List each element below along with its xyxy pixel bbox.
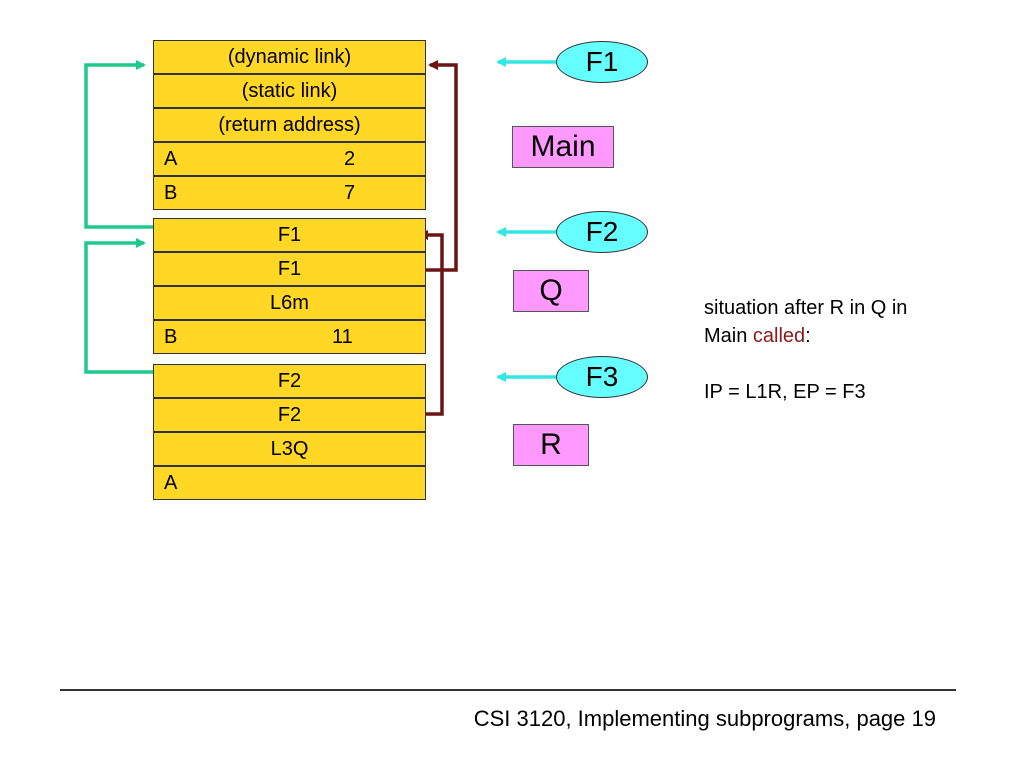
cell-var-b-main: B 7 (153, 176, 426, 210)
footer-text: CSI 3120, Implementing subprograms, page… (473, 706, 936, 731)
cell-text: F2 (277, 370, 302, 392)
subprogram-label-r: R (513, 424, 589, 466)
subprogram-label-main: Main (512, 126, 614, 168)
frame-pointer-f2: F2 (556, 211, 648, 253)
cell-return-address-r: L3Q (153, 432, 426, 466)
var-name: B (164, 182, 178, 204)
cell-static-link-r: F2 (153, 398, 426, 432)
note-spacer (704, 350, 1004, 378)
cell-text: F1 (277, 224, 302, 246)
footer-divider (60, 689, 956, 691)
cell-static-link-q: F1 (153, 252, 426, 286)
subprogram-label-text: Main (530, 130, 596, 163)
note-line-3: IP = L1R, EP = F3 (704, 381, 866, 403)
cell-var-a-main: A 2 (153, 142, 426, 176)
cell-text: F1 (277, 258, 302, 280)
static-link-arrow-f2-to-f1 (84, 60, 188, 229)
cell-text: (static link) (241, 80, 338, 102)
subprogram-label-text: Q (539, 274, 563, 307)
cell-var-a-r: A (153, 466, 426, 500)
cell-text: L3Q (270, 438, 309, 460)
var-value: 11 (332, 326, 353, 348)
cell-return-address-main: (return address) (153, 108, 426, 142)
note-line-2: Main called: (704, 322, 1004, 350)
var-value: 7 (344, 182, 356, 204)
cell-var-b-q: B 11 (153, 320, 426, 354)
frame-pointer-label: F1 (585, 46, 619, 77)
cell-return-address-q: L6m (153, 286, 426, 320)
cell-text: L6m (270, 292, 309, 314)
frame-pointer-f1: F1 (556, 41, 648, 83)
frame-pointer-f3: F3 (556, 356, 648, 398)
note-highlight: called (752, 325, 806, 347)
cell-dynamic-link-r: F2 (153, 364, 426, 398)
situation-note: situation after R in Q in Main called: I… (704, 294, 1004, 406)
static-link-arrow-f3-to-f2 (84, 238, 178, 374)
cell-text: F2 (277, 404, 302, 426)
cell-static-link-main: (static link) (153, 74, 426, 108)
var-name: A (164, 472, 178, 494)
subprogram-label-text: R (540, 428, 562, 461)
var-value: 2 (344, 148, 356, 170)
note-line-2-prefix: Main (704, 325, 753, 347)
frame-pointer-label: F2 (585, 216, 619, 247)
note-line-2-suffix: : (805, 325, 811, 347)
cell-text: (dynamic link) (227, 46, 352, 68)
cell-dynamic-link-q: F1 (153, 218, 426, 252)
subprogram-label-q: Q (513, 270, 589, 312)
note-line-1: situation after R in Q in (704, 297, 908, 319)
cell-dynamic-link-main: (dynamic link) (153, 40, 426, 74)
frame-pointer-label: F3 (585, 361, 619, 392)
var-name: A (164, 148, 178, 170)
var-name: B (164, 326, 178, 348)
cell-text: (return address) (218, 114, 361, 136)
